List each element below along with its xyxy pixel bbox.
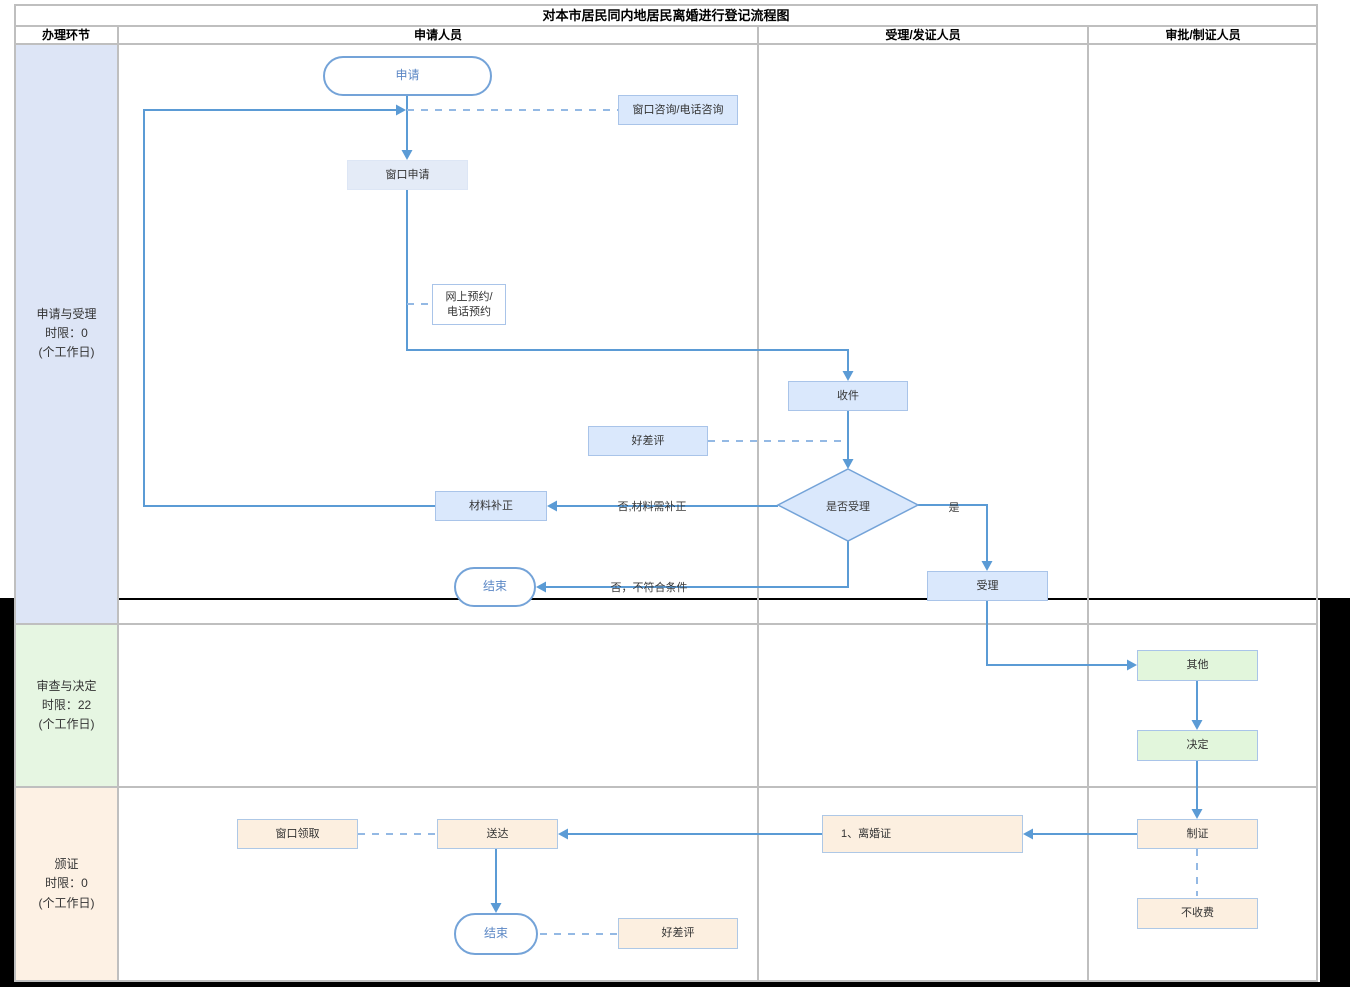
node-review-bottom: 好差评: [618, 918, 738, 949]
lane3-name: 颁证: [54, 857, 79, 872]
lane3-cell-bg: [16, 788, 117, 980]
edge-material-fix-feedback: [143, 109, 435, 507]
lane3-unit: (个工作日): [38, 895, 95, 910]
arrowhead: [558, 828, 568, 840]
arrowhead: [1023, 828, 1033, 840]
node-window-pickup: 窗口领取: [237, 819, 358, 849]
node-end-bottom: 结束: [454, 913, 538, 955]
node-consult-label: 窗口咨询/电话咨询: [632, 103, 724, 116]
node-material-fix: 材料补正: [435, 491, 547, 521]
node-booking: 网上预约/ 电话预约: [432, 284, 506, 325]
table-border-bottom: [14, 980, 1318, 982]
decision-diamond-shape: [776, 468, 920, 542]
arrowhead: [1191, 809, 1203, 819]
node-window-apply: 窗口申请: [347, 160, 468, 190]
table-border-top: [14, 4, 1318, 6]
lane1-limit: 时限：0: [45, 325, 88, 340]
row1-row2-divider: [14, 623, 1318, 625]
column-header-applicant: 申请人员: [413, 27, 462, 42]
node-accept: 受理: [927, 571, 1048, 601]
lane-label-issue-cert: 颁证 时限：0 (个工作日): [16, 788, 117, 980]
lane2-cell-bg: [16, 625, 117, 786]
arrowhead: [536, 581, 546, 593]
node-receive: 收件: [788, 381, 908, 411]
node-window-apply-label: 窗口申请: [385, 168, 430, 181]
header-row-divider: [14, 43, 1318, 45]
node-start: 申请: [323, 56, 492, 96]
node-consult: 窗口咨询/电话咨询: [618, 95, 738, 125]
node-end-top-label: 结束: [482, 579, 507, 594]
col3-divider: [1087, 25, 1089, 982]
arrowhead: [842, 459, 854, 469]
edge-decision-to-accept: [918, 504, 988, 568]
node-decide-label: 决定: [1186, 739, 1209, 752]
column-header-acceptance: 受理/发证人员: [885, 27, 961, 42]
node-no-fee: 不收费: [1137, 898, 1258, 929]
col2-divider: [757, 25, 759, 982]
arrowhead: [401, 150, 413, 160]
edge-decision-to-end: [545, 541, 849, 588]
node-review-top: 好差评: [588, 426, 708, 456]
node-decide: 决定: [1137, 730, 1258, 761]
node-no-fee-label: 不收费: [1181, 907, 1214, 920]
table-border-left: [14, 4, 16, 982]
node-deliver: 送达: [437, 819, 558, 849]
node-accept-label: 受理: [976, 579, 999, 592]
arrowhead: [1127, 659, 1137, 671]
node-end-top: 结束: [454, 567, 536, 607]
node-end-bottom-label: 结束: [483, 926, 508, 941]
lane3-limit: 时限：0: [45, 876, 88, 891]
arrowhead: [396, 104, 406, 116]
node-review-bottom-label: 好差评: [661, 927, 695, 940]
lane1-cell-bg: [16, 44, 117, 623]
node-start-label: 申请: [395, 68, 420, 83]
lane2-limit: 时限：22: [41, 697, 92, 712]
node-material-fix-label: 材料补正: [469, 499, 513, 512]
column-header-steps: 办理环节: [41, 27, 90, 42]
row2-row3-divider: [14, 786, 1318, 788]
edge-label-yes: 是: [948, 502, 960, 514]
node-divorce-cert: 1、离婚证: [822, 815, 1023, 853]
node-booking-line1: 网上预约/: [445, 291, 493, 304]
lane2-name: 审查与决定: [36, 678, 97, 693]
edge-label-no-reject: 否，不符合条件: [610, 582, 688, 594]
node-review-top-label: 好差评: [631, 434, 665, 447]
page-title: 对本市居民同内地居民离婚进行登记流程图: [542, 8, 790, 23]
node-other: 其他: [1137, 650, 1258, 681]
node-make-cert-label: 制证: [1186, 827, 1209, 840]
edge-accept-to-other: [986, 601, 1128, 666]
table-border-right: [1316, 4, 1318, 982]
arrowhead: [547, 500, 557, 512]
arrowhead: [981, 561, 993, 571]
lane1-unit: (个工作日): [38, 345, 95, 360]
node-divorce-cert-label: 1、离婚证: [841, 827, 892, 840]
edge-label-no-fix: 否,材料需补正: [617, 501, 687, 513]
edge-window-apply-to-receive: [406, 190, 849, 378]
lane-label-apply-accept: 申请与受理 时限：0 (个工作日): [16, 44, 117, 623]
arrowhead: [842, 371, 854, 381]
title-row-divider: [14, 25, 1318, 27]
col1-divider: [117, 25, 119, 982]
lane-label-review-decide: 审查与决定 时限：22 (个工作日): [16, 625, 117, 786]
node-booking-line2: 电话预约: [447, 305, 491, 318]
node-receive-label: 收件: [837, 389, 859, 402]
node-window-pickup-label: 窗口领取: [275, 827, 320, 840]
node-other-label: 其他: [1186, 659, 1209, 672]
column-header-approval: 审批/制证人员: [1165, 27, 1241, 42]
node-decision-label: 是否受理: [826, 501, 870, 513]
arrowhead: [1191, 720, 1203, 730]
node-deliver-label: 送达: [486, 827, 509, 840]
node-make-cert: 制证: [1137, 819, 1258, 849]
lane2-unit: (个工作日): [38, 717, 95, 732]
arrowhead: [490, 903, 502, 913]
lane1-name: 申请与受理: [36, 306, 97, 321]
